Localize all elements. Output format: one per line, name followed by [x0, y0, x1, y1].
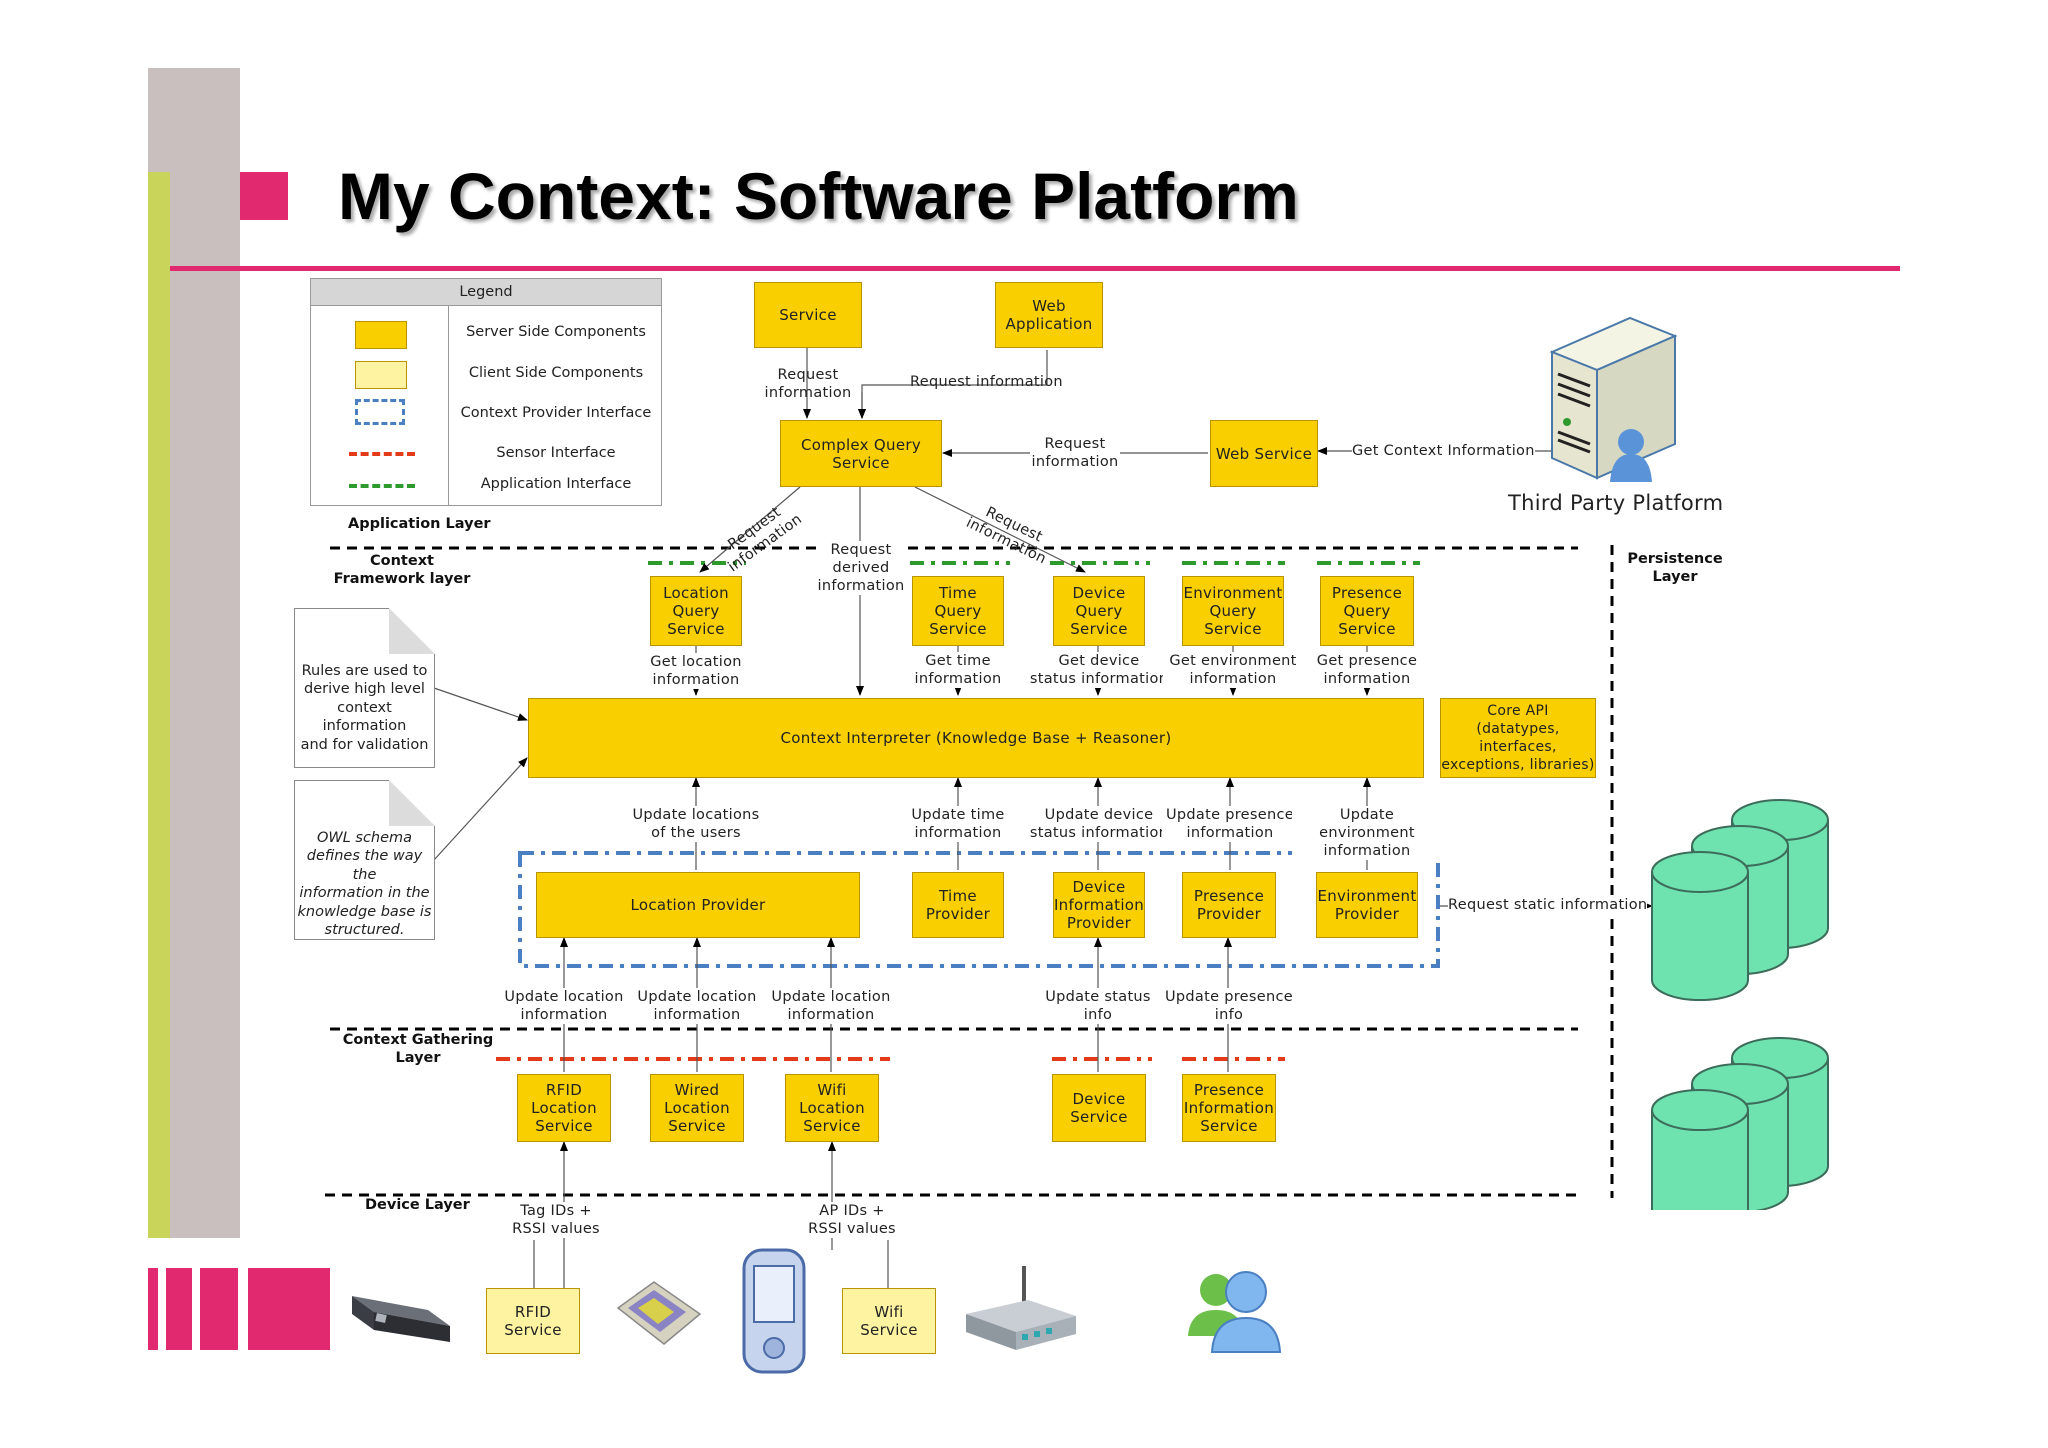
update-device-status: Update device status information — [1024, 806, 1174, 842]
context-interpreter-box[interactable]: Context Interpreter (Knowledge Base + Re… — [528, 698, 1424, 778]
pcmcia-card-icon — [616, 1281, 702, 1345]
legend-item-app: Application Interface — [480, 476, 632, 492]
location-query-service[interactable]: Location Query Service — [650, 576, 742, 646]
wired-location-service[interactable]: Wired Location Service — [650, 1074, 744, 1142]
page-title: My Context: Software Platform — [338, 159, 1299, 233]
wifi-router-icon — [966, 1266, 1076, 1350]
logo-bar-4 — [248, 1268, 330, 1350]
update-location-wired: Update location information — [637, 988, 757, 1024]
core-api-box[interactable]: Core API (datatypes, interfaces, excepti… — [1440, 698, 1596, 778]
owl-note: OWL schema defines the way the informati… — [294, 780, 435, 940]
update-location-rfid: Update location information — [504, 988, 624, 1024]
web-application-box[interactable]: Web Application — [995, 282, 1103, 348]
get-location-info: Get location information — [636, 653, 756, 689]
rfid-reader-icon — [352, 1296, 450, 1342]
legend-item-server: Server Side Components — [466, 324, 646, 340]
left-lime-bar — [148, 172, 170, 1238]
time-query-service[interactable]: Time Query Service — [912, 576, 1004, 646]
legend-swatch-client — [355, 361, 407, 389]
req-info-service: Request information — [764, 367, 852, 401]
rfid-location-service[interactable]: RFID Location Service — [517, 1074, 611, 1142]
legend-swatch-app — [349, 484, 415, 488]
presence-information-service[interactable]: Presence Information Service — [1182, 1074, 1276, 1142]
server-icon — [1549, 316, 1678, 482]
rules-note: Rules are used to derive high level cont… — [294, 608, 435, 768]
third-party-label: Third Party Platform — [1508, 491, 1724, 515]
get-environment-info: Get environment information — [1163, 652, 1303, 688]
device-service[interactable]: Device Service — [1052, 1074, 1146, 1142]
get-time-info: Get time information — [898, 652, 1018, 688]
legend-heading: Legend — [311, 279, 661, 306]
update-time-info: Update time information — [898, 806, 1018, 842]
device-information-provider[interactable]: Device Information Provider — [1053, 872, 1145, 938]
context-framework-label: Context Framework layer — [333, 553, 471, 587]
request-static-info: Request static information — [1448, 896, 1648, 914]
get-presence-info: Get presence information — [1300, 652, 1434, 688]
wifi-location-service[interactable]: Wifi Location Service — [785, 1074, 879, 1142]
presence-query-service[interactable]: Presence Query Service — [1320, 576, 1414, 646]
title-underline — [170, 266, 1900, 271]
logo-bar-1 — [148, 1268, 158, 1350]
service-box[interactable]: Service — [754, 282, 862, 348]
tag-ids-label: Tag IDs + RSSI values — [506, 1202, 606, 1238]
application-layer-label: Application Layer — [348, 516, 491, 532]
logo-bar-3 — [200, 1268, 238, 1350]
update-location-wifi: Update location information — [771, 988, 891, 1024]
get-context-info: Get Context Information — [1352, 442, 1535, 460]
location-provider[interactable]: Location Provider — [536, 872, 860, 938]
owl-note-text: OWL schema defines the way the informati… — [297, 829, 432, 939]
environment-query-service[interactable]: Environment Query Service — [1182, 576, 1284, 646]
update-locations-users: Update locations of the users — [626, 806, 766, 842]
ap-ids-label: AP IDs + RSSI values — [802, 1202, 902, 1238]
update-presence-lower: Update presence info — [1164, 988, 1294, 1024]
update-presence-info: Update presence information — [1162, 806, 1298, 842]
legend-swatch-server — [355, 321, 407, 349]
req-derived: Request derived information — [816, 541, 906, 595]
users-icon — [1188, 1271, 1282, 1353]
legend: Legend Server Side Components Client Sid… — [310, 278, 662, 506]
rfid-service-client[interactable]: RFID Service — [486, 1288, 580, 1354]
legend-item-provider: Context Provider Interface — [460, 405, 652, 421]
title-bullet — [240, 172, 288, 220]
req-info-webapp: Request information — [910, 374, 1063, 390]
rules-note-text: Rules are used to derive high level cont… — [300, 662, 429, 753]
legend-item-client: Client Side Components — [468, 365, 644, 381]
device-query-service[interactable]: Device Query Service — [1053, 576, 1145, 646]
req-info-webservice: Request information — [1030, 435, 1120, 471]
legend-swatch-sensor — [349, 452, 415, 456]
legend-swatch-provider — [355, 399, 405, 425]
legend-item-sensor: Sensor Interface — [496, 445, 616, 461]
get-device-status: Get device status information — [1024, 652, 1174, 688]
device-layer-label: Device Layer — [365, 1197, 470, 1213]
update-status-info: Update status info — [1038, 988, 1158, 1024]
web-service-box[interactable]: Web Service — [1210, 420, 1318, 487]
complex-query-service-box[interactable]: Complex Query Service — [780, 420, 942, 487]
context-gathering-label: Context Gathering Layer — [342, 1032, 494, 1066]
presence-provider[interactable]: Presence Provider — [1182, 872, 1276, 938]
update-environment-info: Update environment information — [1292, 806, 1442, 860]
environment-provider[interactable]: Environment Provider — [1316, 872, 1418, 938]
logo-bar-2 — [166, 1268, 192, 1350]
database-icon — [1651, 799, 1829, 1210]
time-provider[interactable]: Time Provider — [912, 872, 1004, 938]
persistence-layer-label: Persistence Layer — [1627, 551, 1723, 585]
pda-icon — [742, 1248, 806, 1374]
wifi-service-client[interactable]: Wifi Service — [842, 1288, 936, 1354]
